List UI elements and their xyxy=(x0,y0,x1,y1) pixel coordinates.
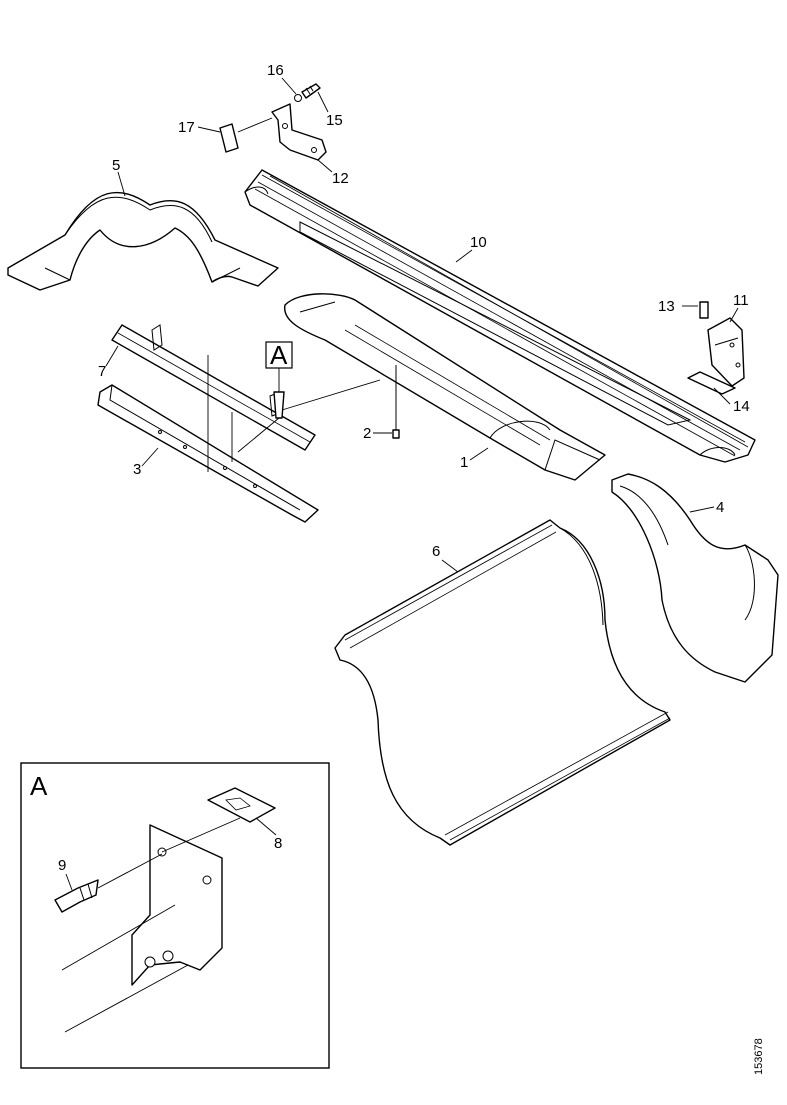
callout-1-label: 1 xyxy=(460,454,468,471)
part-15-bolt xyxy=(301,83,321,99)
part-14-plate xyxy=(687,371,736,395)
part-12-bracket xyxy=(271,103,327,161)
callout-6-label: 6 xyxy=(432,543,440,560)
inset-mounting-bracket xyxy=(61,824,223,1033)
inset-part-8-plate xyxy=(161,787,276,853)
callout-2: 2 xyxy=(363,425,392,442)
callout-9-label: 9 xyxy=(58,857,66,874)
callout-10-label: 10 xyxy=(470,234,487,251)
part-10-long-rail xyxy=(244,169,756,463)
detail-a-marker: A xyxy=(237,340,381,453)
callout-14: 14 xyxy=(713,387,750,415)
callout-16: 16 xyxy=(267,62,297,95)
callout-11: 11 xyxy=(729,292,749,323)
callout-8-label: 8 xyxy=(274,835,282,852)
callout-17-label: 17 xyxy=(178,119,195,136)
callout-5-label: 5 xyxy=(112,157,120,174)
callout-5: 5 xyxy=(112,157,126,197)
part-13-bolt xyxy=(699,301,709,319)
part-2-screw xyxy=(392,365,400,439)
callout-12-label: 12 xyxy=(332,170,349,187)
part-5-wheel-arch-panel xyxy=(7,191,279,291)
callout-14-label: 14 xyxy=(733,398,750,415)
callout-6: 6 xyxy=(432,543,459,573)
callout-13-label: 13 xyxy=(658,298,675,315)
callout-17: 17 xyxy=(178,119,221,136)
detail-a-marker-label: A xyxy=(270,340,288,370)
callout-4-label: 4 xyxy=(716,499,724,516)
callout-15-label: 15 xyxy=(326,112,343,129)
part-1-trough xyxy=(284,293,606,481)
callout-9: 9 xyxy=(58,857,73,891)
part-6-floor-panel xyxy=(334,519,671,846)
detail-a-inset: A xyxy=(20,762,330,1069)
figure-code: 153678 xyxy=(753,1038,765,1075)
callout-10: 10 xyxy=(455,234,487,263)
inset-label: A xyxy=(30,771,48,801)
callout-7: 7 xyxy=(98,345,119,380)
callout-15: 15 xyxy=(317,91,343,129)
part-4-side-panel xyxy=(611,473,779,683)
inset-part-9-bolt xyxy=(54,853,163,913)
part-11-bracket xyxy=(707,317,745,387)
callout-16-label: 16 xyxy=(267,62,284,79)
part-17-clip xyxy=(219,117,273,153)
callout-2-label: 2 xyxy=(363,425,371,442)
callout-1: 1 xyxy=(460,447,489,471)
callout-13: 13 xyxy=(658,298,698,315)
callout-11-label: 11 xyxy=(733,292,749,309)
callout-7-label: 7 xyxy=(98,363,106,380)
part-3-channel-beam xyxy=(97,355,319,523)
callout-3-label: 3 xyxy=(133,461,141,478)
callout-12: 12 xyxy=(317,159,349,187)
callout-8: 8 xyxy=(255,817,282,852)
callout-4: 4 xyxy=(689,499,724,516)
part-16-washer xyxy=(294,94,302,102)
callout-3: 3 xyxy=(133,447,159,478)
